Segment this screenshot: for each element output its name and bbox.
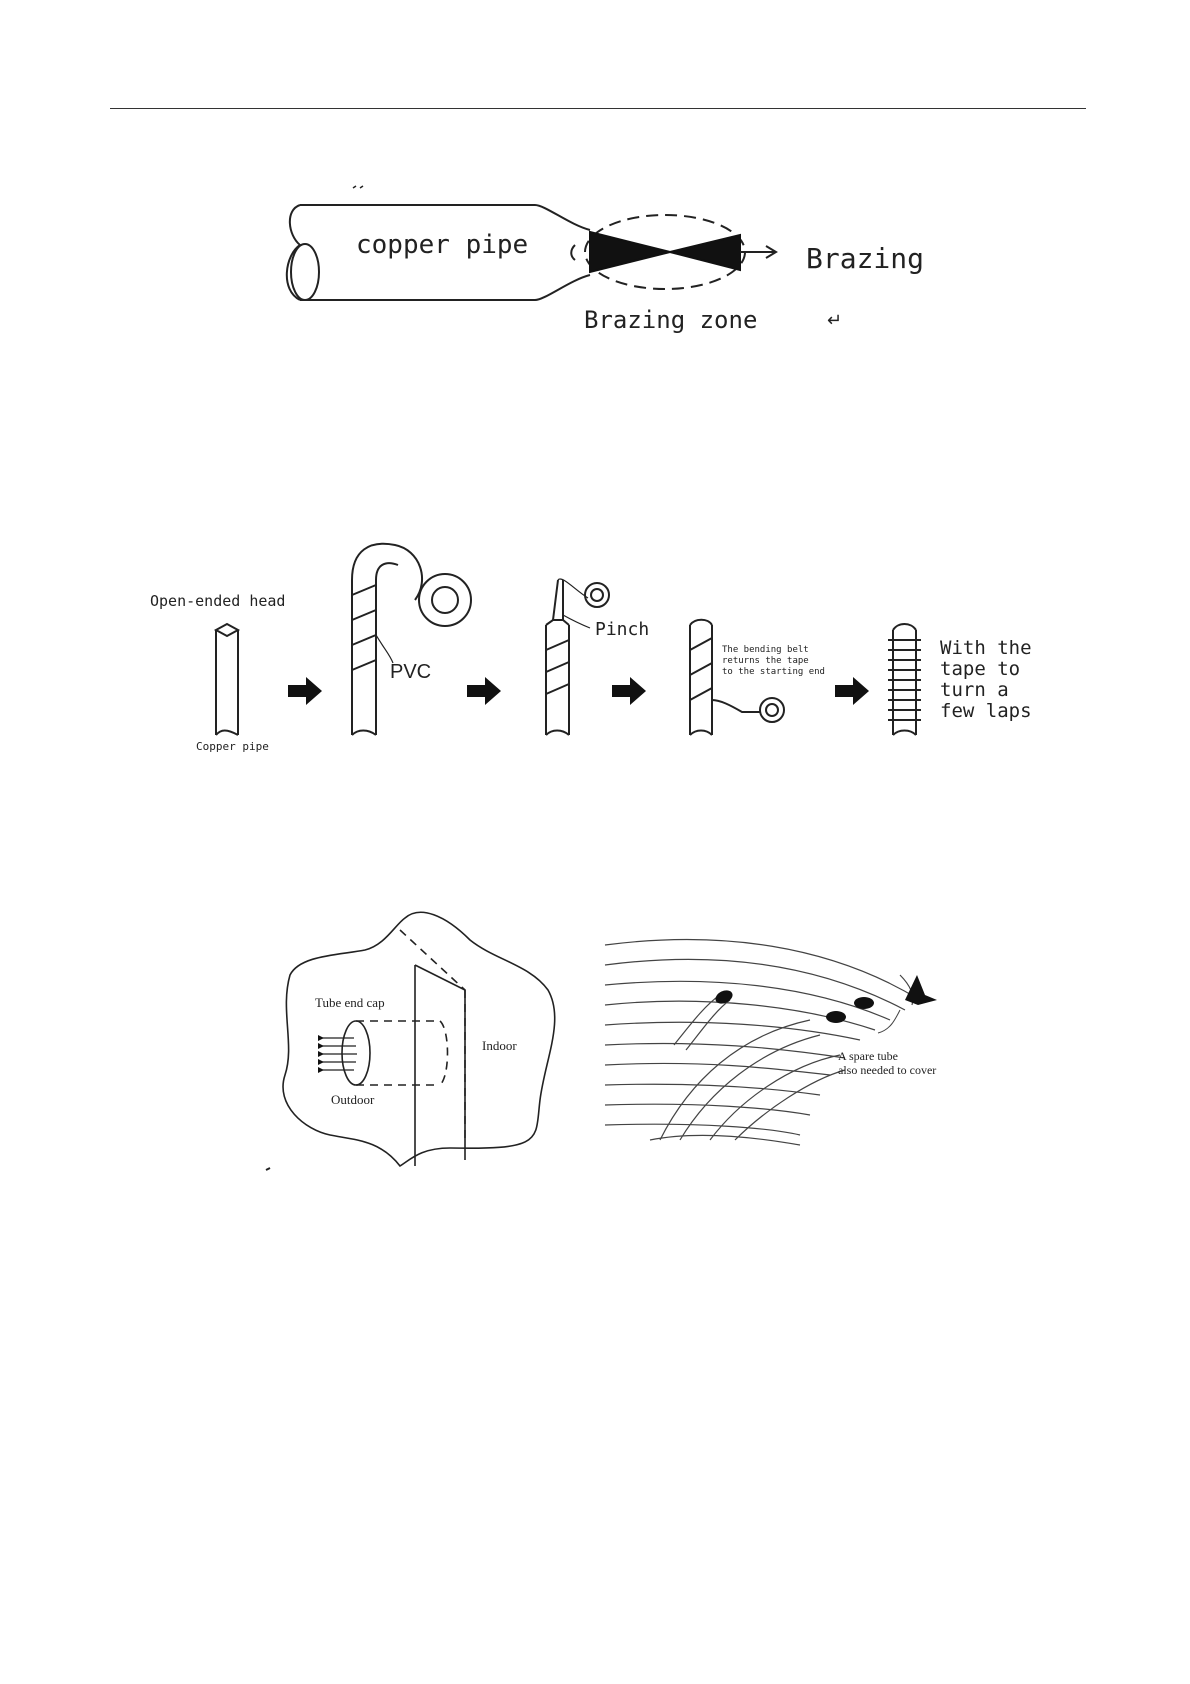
- brazing-bowtie: [590, 232, 740, 272]
- nozzle-cap: [905, 975, 937, 1005]
- spare-tube-leader: [878, 1010, 900, 1033]
- step-2-pvc-wrap: [352, 544, 471, 735]
- step-1-copper-pipe: [216, 624, 238, 735]
- belt-return-label: The bending belt returns the tape to the…: [722, 645, 825, 677]
- laps-label-line: few laps: [940, 700, 1032, 722]
- belt-label-line: to the starting end: [722, 667, 825, 677]
- step-arrow-2: [467, 677, 501, 705]
- spare-label-line: A spare tube: [838, 1049, 898, 1063]
- step-4-belt-return: [690, 620, 784, 735]
- pipe-bracket-mark: [571, 245, 575, 260]
- branch-tube: [735, 1070, 845, 1140]
- pvc-leader: [376, 635, 393, 663]
- step-3-pinch: [546, 579, 609, 735]
- step-arrow-1: [288, 677, 322, 705]
- laps-label-line: turn a: [940, 679, 1009, 701]
- indoor-label: Indoor: [482, 1038, 517, 1053]
- open-ended-head-label: Open-ended head: [150, 592, 285, 610]
- branch-tube: [710, 1055, 840, 1140]
- tube-front-ellipse: [342, 1021, 370, 1085]
- spare-tube-label: A spare tube also needed to cover: [838, 1049, 936, 1077]
- belt-label-line: The bending belt: [722, 645, 809, 655]
- pinch-leader: [563, 615, 590, 628]
- brazing-zone-label: Brazing zone: [584, 306, 757, 334]
- copper-pipe-label: copper pipe: [356, 230, 528, 260]
- belt-label-line: returns the tape: [722, 656, 809, 666]
- stray-mark: [353, 186, 363, 188]
- stray-dot: [266, 1168, 270, 1170]
- pinch-label: Pinch: [595, 619, 649, 640]
- taping-steps-figure: [216, 544, 921, 735]
- outdoor-label: Outdoor: [331, 1092, 375, 1107]
- brazing-label: Brazing: [806, 242, 924, 275]
- tube-cap-black: [826, 1011, 846, 1023]
- laps-label-line: tape to: [940, 658, 1020, 680]
- branch-tube: [686, 1000, 730, 1050]
- wall-front-panel: [415, 965, 465, 1160]
- step-5-few-laps: [888, 624, 921, 735]
- tube-cap-lines: [322, 1038, 357, 1070]
- spare-label-line: also needed to cover: [838, 1063, 936, 1077]
- tube-bundle-figure: [605, 940, 920, 1145]
- step-arrow-3: [612, 677, 646, 705]
- return-mark: ↵: [827, 310, 842, 330]
- tube-end-cap-label: Tube end cap: [315, 995, 385, 1010]
- tube-cap-black: [854, 997, 874, 1009]
- step-arrow-4: [835, 677, 869, 705]
- branch-tube: [660, 1020, 810, 1140]
- copper-pipe-step-label: Copper pipe: [196, 740, 269, 753]
- few-laps-label: With the tape to turn a few laps: [940, 637, 1032, 722]
- tube-cap-ticks: [318, 1035, 324, 1073]
- pvc-label: PVC: [390, 661, 431, 683]
- pipe-end-ellipse: [291, 244, 319, 300]
- laps-label-line: With the: [940, 637, 1032, 659]
